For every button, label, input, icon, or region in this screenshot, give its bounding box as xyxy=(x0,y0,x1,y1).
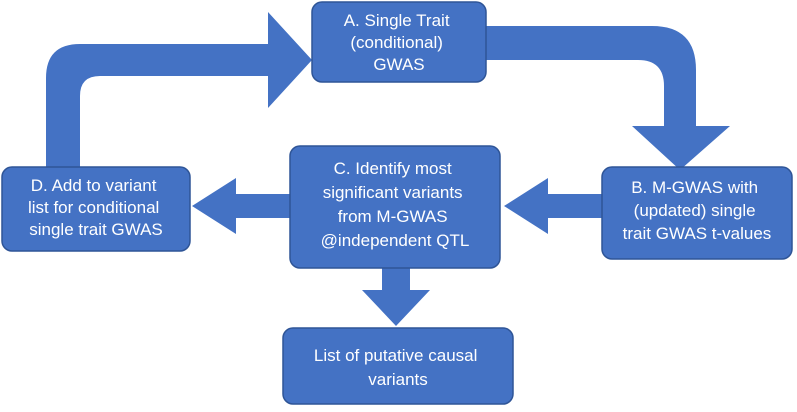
node-c-line: from M-GWAS xyxy=(338,207,448,226)
node-b-line: (updated) single xyxy=(634,201,756,220)
node-b-m-gwas: B. M-GWAS with (updated) single trait GW… xyxy=(601,166,793,260)
node-c-text: C. Identify most significant variants fr… xyxy=(321,159,470,250)
arrow-b-to-c xyxy=(504,178,602,234)
node-c-identify-variants: C. Identify most significant variants fr… xyxy=(289,145,501,269)
node-c-line: @independent QTL xyxy=(321,231,470,250)
node-a-line: A. Single Trait xyxy=(344,11,450,30)
node-d-line: D. Add to variant xyxy=(31,176,157,195)
node-c-line: significant variants xyxy=(323,183,463,202)
node-b-text: B. M-GWAS with (updated) single trait GW… xyxy=(623,178,772,243)
node-list-putative-causal-variants: List of putative causal variants xyxy=(282,327,514,405)
arrow-a-to-b xyxy=(486,26,730,170)
node-a-text: A. Single Trait (conditional) GWAS xyxy=(344,11,455,74)
node-d-text: D. Add to variant list for conditional s… xyxy=(28,176,164,239)
node-c-line: C. Identify most xyxy=(334,159,452,178)
node-d-add-to-variant-list: D. Add to variant list for conditional s… xyxy=(1,166,191,252)
node-a-line: GWAS xyxy=(373,55,424,74)
node-a-single-trait-gwas: A. Single Trait (conditional) GWAS xyxy=(311,1,487,83)
arrow-d-to-a xyxy=(46,12,312,167)
arrow-c-to-list xyxy=(362,268,430,326)
node-d-line: list for conditional xyxy=(28,198,159,217)
node-e-text: List of putative causal variants xyxy=(314,346,482,389)
node-d-line: single trait GWAS xyxy=(29,220,163,239)
node-e-line: variants xyxy=(368,370,428,389)
node-b-line: trait GWAS t-values xyxy=(623,224,772,243)
node-b-line: B. M-GWAS with xyxy=(631,178,758,197)
node-e-line: List of putative causal xyxy=(314,346,477,365)
arrow-c-to-d xyxy=(192,178,290,234)
node-a-line: (conditional) xyxy=(350,33,443,52)
